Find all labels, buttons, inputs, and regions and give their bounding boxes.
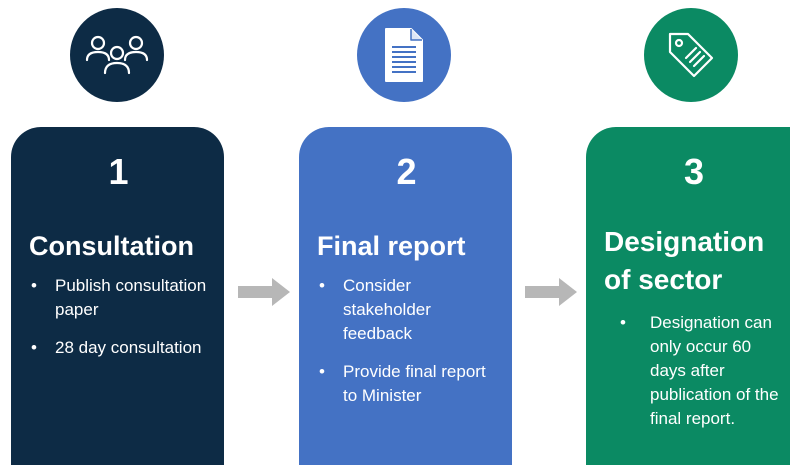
bullet-glyph: • [319, 362, 325, 381]
step-card-1: 1 Consultation • Publish consultation pa… [11, 127, 224, 465]
arrow-right-icon [525, 278, 577, 306]
list-item-text: Provide final report to Minister [343, 362, 486, 405]
document-icon [385, 28, 423, 82]
arrow-right-icon [238, 278, 290, 306]
list-item: • Provide final report to Minister [317, 360, 496, 408]
list-item-text: Consider stakeholder feedback [343, 276, 431, 343]
bullet-glyph: • [319, 276, 325, 295]
list-item-text: Publish consultation paper [55, 276, 207, 319]
step-number: 2 [396, 151, 417, 192]
people-group-icon [85, 35, 149, 75]
list-item: • 28 day consultation [29, 336, 208, 360]
step-3-icon-circle [644, 8, 738, 102]
step-card-2: 2 Final report • Consider stakeholder fe… [299, 127, 512, 465]
list-item-text: Designation can only occur 60 days after… [650, 313, 779, 428]
list-item: • Designation can only occur 60 days aft… [604, 311, 784, 431]
step-1-icon-circle [70, 8, 164, 102]
list-item: • Consider stakeholder feedback [317, 274, 496, 346]
step-title: Consultation [29, 231, 194, 261]
bullet-list: • Designation can only occur 60 days aft… [604, 311, 784, 431]
step-card-3: 3 Designation of sector • Designation ca… [586, 127, 790, 465]
tag-icon [668, 32, 714, 78]
list-item-text: 28 day consultation [55, 338, 202, 357]
step-title: Designation of sector [604, 226, 765, 295]
step-number: 3 [683, 151, 705, 192]
bullet-glyph: • [31, 338, 37, 357]
step-title: Final report [317, 231, 466, 261]
step-2-icon-circle [357, 8, 451, 102]
bullet-list: • Consider stakeholder feedback • Provid… [317, 274, 496, 408]
step-number: 1 [108, 151, 129, 192]
bullet-list: • Publish consultation paper • 28 day co… [29, 274, 208, 360]
bullet-glyph: • [31, 276, 37, 295]
list-item: • Publish consultation paper [29, 274, 208, 322]
bullet-glyph: • [620, 313, 626, 332]
